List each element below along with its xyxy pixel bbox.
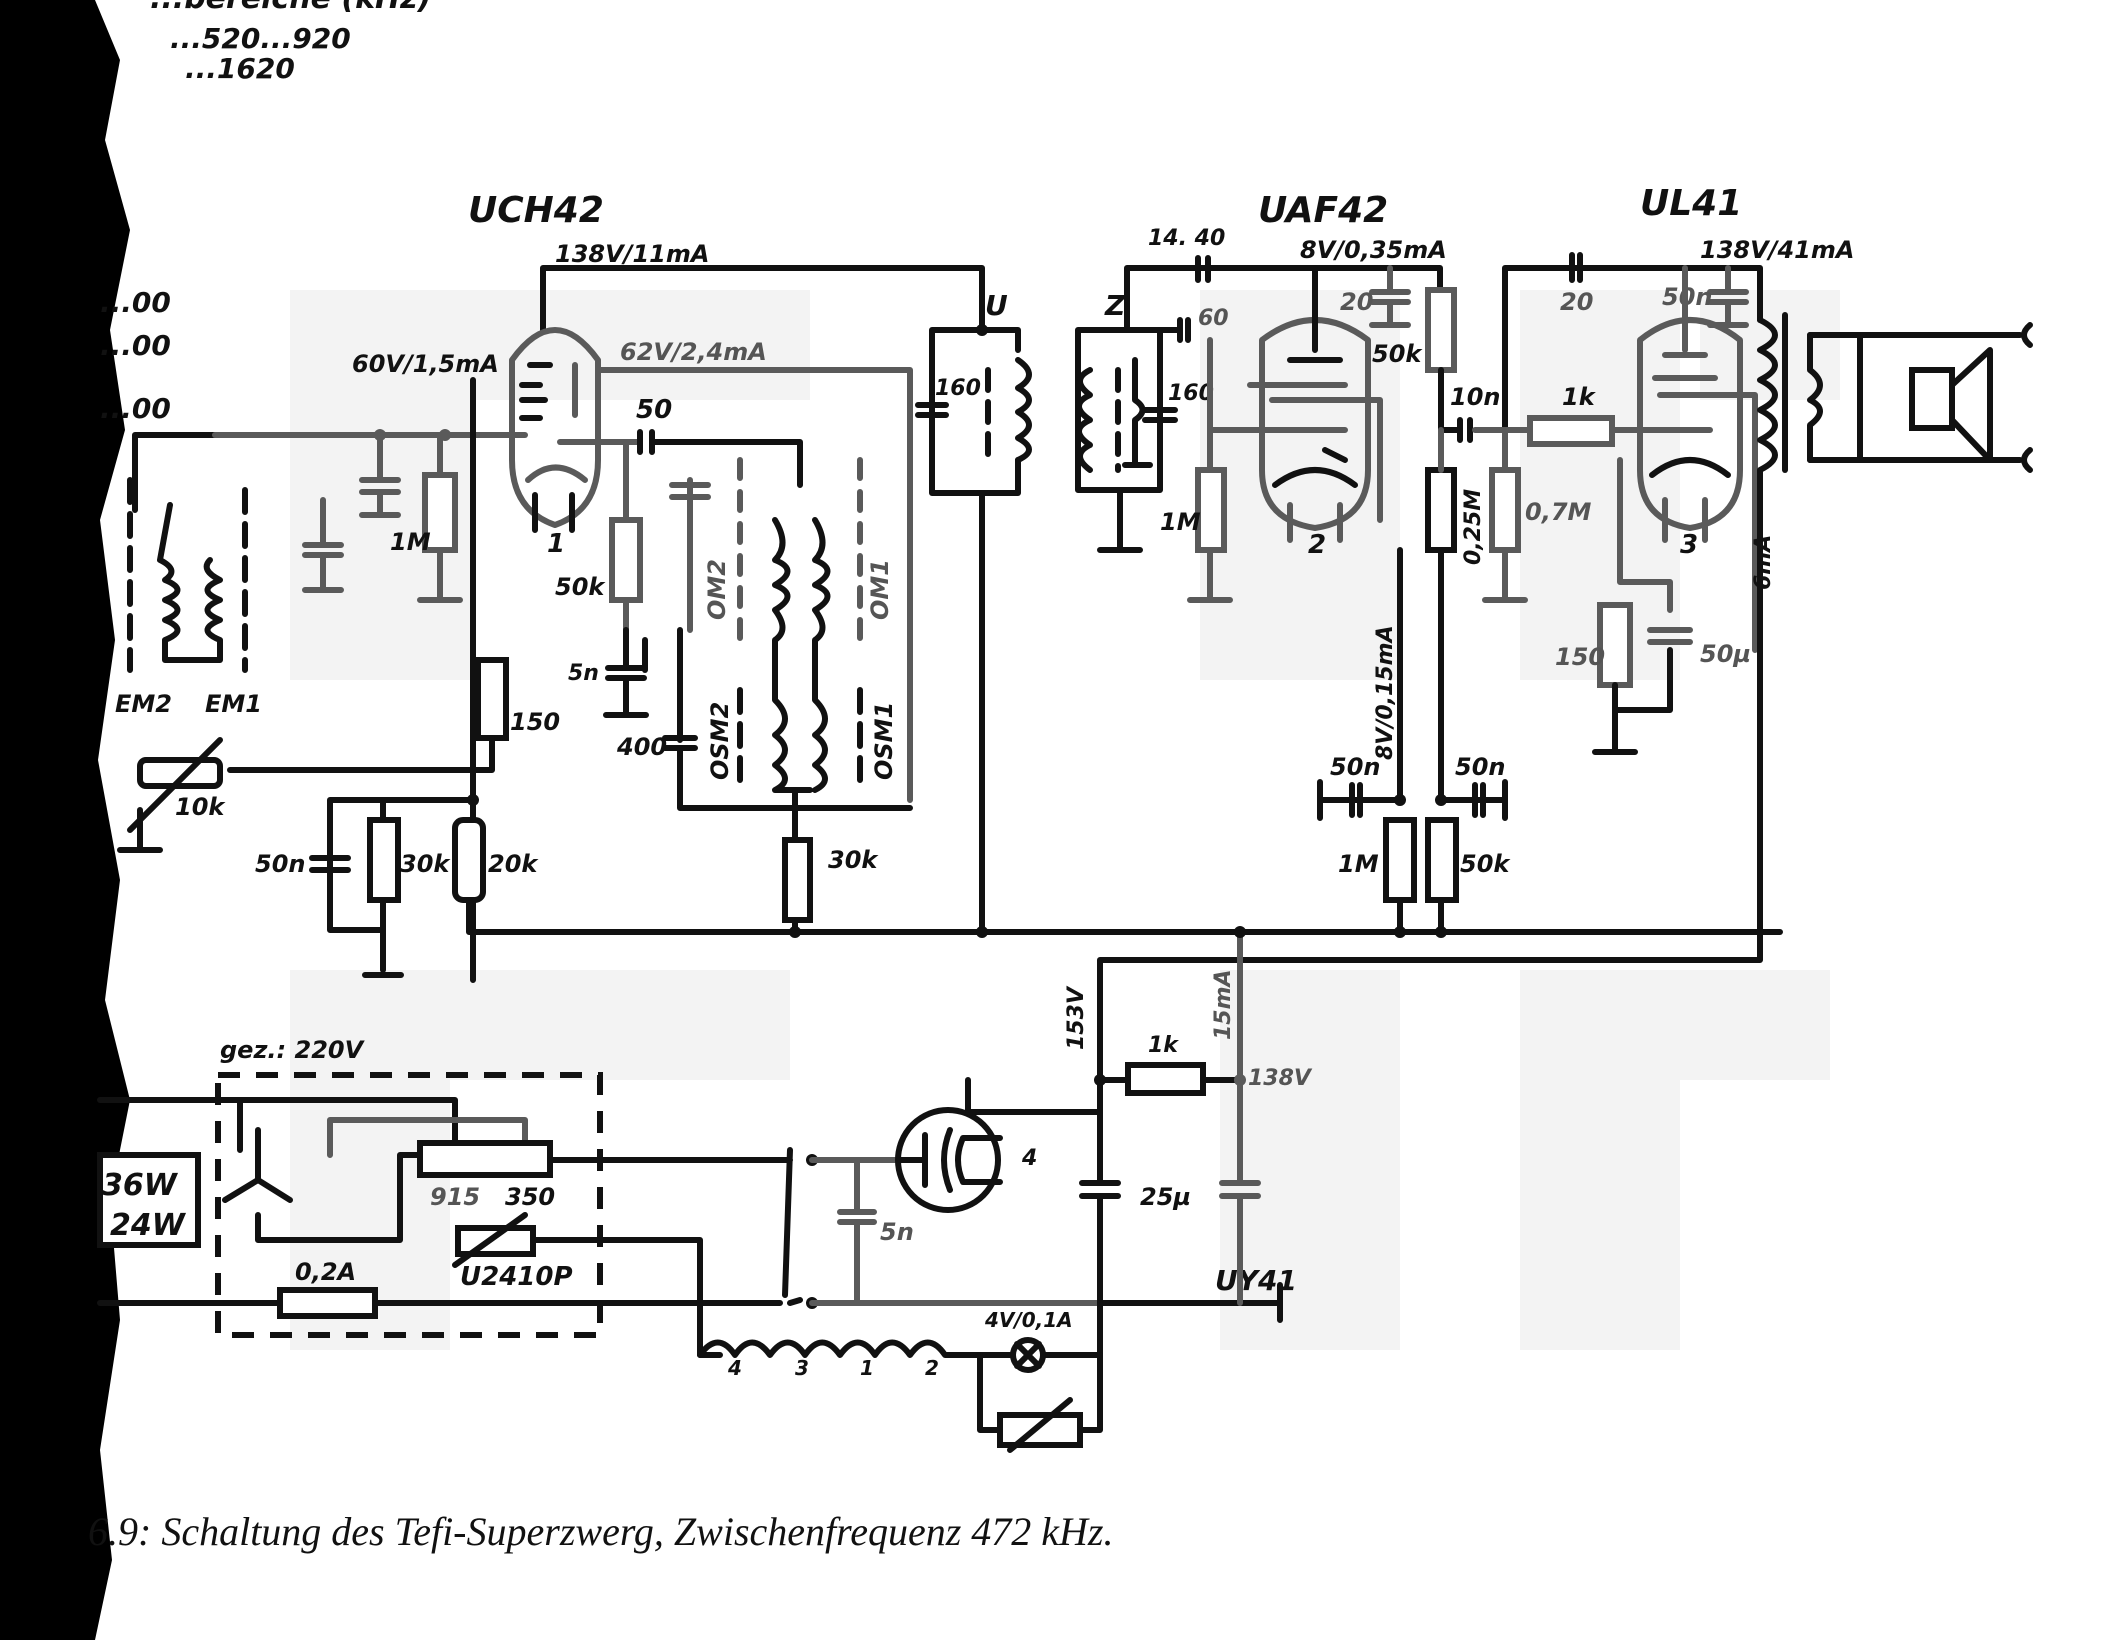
grid-leak-07m-label: 0,7M <box>1525 498 1592 526</box>
volume-resistor-025m-label: 0,25M <box>1461 489 1486 565</box>
ul41-stage: UL41 138V/41mA 20 50n 1k 0,7M 3 6mA 150 … <box>1097 183 2033 1093</box>
ul41-index: 3 <box>1680 530 1698 560</box>
ul41-anode-voltage: 138V/41mA <box>1700 236 1854 264</box>
ul41-label: UL41 <box>1640 183 1742 224</box>
if-capacitor-160-label: 160 <box>935 376 981 401</box>
bypass-capacitor-50n-a-label: 50n <box>1330 753 1380 781</box>
coupling-capacitor-50-label: 50 <box>636 395 672 425</box>
power-24w-label: 24W <box>110 1208 187 1243</box>
coil-om1-label: OM1 <box>866 559 894 620</box>
heater-order-3: 1 <box>860 1356 874 1380</box>
input-coil-em2 <box>157 502 223 663</box>
rectified-voltage-153v: 153V <box>1064 985 1089 1050</box>
mains-capacitor-5n-label: 5n <box>880 1218 914 1246</box>
if-filter-z-label: Z <box>1104 289 1126 322</box>
uch42-anode-voltage: 138V/11mA <box>555 240 709 268</box>
uaf42-label: UAF42 <box>1258 190 1388 231</box>
capacitor-14-40-label: 14. 40 <box>1148 226 1225 251</box>
uy41-label: UY41 <box>1215 1264 1297 1297</box>
agc-capacitor-50n-label: 50n <box>255 850 305 878</box>
heater-order-4: 2 <box>925 1356 939 1380</box>
power-supply: gez.: 220V 36W 24W 915 350 U2410P 0,2A 5… <box>97 926 1313 1453</box>
mains-voltage-label: gez.: 220V <box>220 1036 366 1064</box>
ul41-screen-current: 6mA <box>1751 535 1776 590</box>
screen-resistor-1m-label: 1M <box>1338 850 1379 878</box>
scan-edge <box>0 0 130 1640</box>
capacitor-5n-label: 5n <box>568 661 599 686</box>
uaf42-stage: Z UAF42 14. 40 8V/0,35mA 60 160 2 1M 20 … <box>1075 190 1511 938</box>
heater-order-1: 4 <box>727 1356 742 1380</box>
uch42-label: UCH42 <box>468 190 604 231</box>
osc-coil <box>772 517 831 793</box>
osc-resistor-50k-label: 50k <box>555 573 606 601</box>
coil-osm1-label: OSM1 <box>870 702 898 780</box>
filter-resistor-1k-label: 1k <box>1148 1033 1179 1058</box>
left-edge-number-1: ...00 <box>100 286 171 319</box>
detector-resistor-1m-label: 1M <box>1160 508 1201 536</box>
uch42-screen-voltage: 62V/2,4mA <box>620 338 767 366</box>
volume-pot-10k-label: 10k <box>175 793 226 821</box>
coil-osm2-label: OSM2 <box>706 702 734 780</box>
uch42-tube-envelope <box>509 327 601 528</box>
left-edge-number-3: ...00 <box>100 392 171 425</box>
coil-om2-label: OM2 <box>703 559 731 620</box>
uaf42-index: 2 <box>1308 530 1326 560</box>
frequency-range-title: ...bereiche (kHz) <box>150 0 431 16</box>
frequency-row-2: ...1620 <box>185 52 295 85</box>
if-filter-u: U 160 <box>915 289 1032 935</box>
figure-caption: 6.9: Schaltung des Tefi-Superzwerg, Zwis… <box>88 1509 1114 1554</box>
coupling-capacitor-10n-label: 10n <box>1450 383 1500 411</box>
heater-order-2: 3 <box>795 1356 809 1380</box>
uaf42-screen-voltage: 8V/0,15mA <box>1373 625 1398 760</box>
uch42-index: 1 <box>547 529 565 559</box>
feedback-capacitor-20-label: 20 <box>1560 288 1593 316</box>
padder-400-label: 400 <box>616 733 667 761</box>
ul41-cathode-cap-50u-label: 50µ <box>1700 640 1751 668</box>
grid-stopper-1k-label: 1k <box>1562 383 1597 411</box>
supply-current-15ma: 15mA <box>1211 969 1236 1040</box>
if-filter-u-label: U <box>985 289 1008 322</box>
grid-resistor-1m-label: 1M <box>390 528 431 556</box>
cathode-resistor-150-label: 150 <box>510 708 560 736</box>
reservoir-capacitor-25u-label: 25µ <box>1140 1183 1191 1211</box>
header: ...bereiche (kHz) ...520...920 ...1620 .… <box>100 0 431 425</box>
dropper-915-label: 915 <box>430 1183 480 1211</box>
uaf42-resistor-50k-label: 50k <box>1372 340 1423 368</box>
agc-resistor-30k-label: 30k <box>400 850 451 878</box>
capacitor-60-label: 60 <box>1198 306 1229 331</box>
uch42-stage: UCH42 138V/11mA 60V/1,5mA 62V/2,4mA 1 50… <box>115 190 1783 983</box>
agc-resistor-20k-label: 20k <box>488 850 539 878</box>
uy41-heater-pin: 4 <box>1021 1146 1037 1171</box>
frequency-row-1: ...520...920 <box>170 22 351 55</box>
dial-lamp-rating: 4V/0,1A <box>984 1308 1073 1332</box>
ul41-cathode-150-label: 150 <box>1555 643 1605 671</box>
coil-em1-label: EM1 <box>205 690 262 718</box>
dropper-350-label: 350 <box>505 1183 555 1211</box>
power-36w-label: 36W <box>102 1168 179 1203</box>
ntc-u2410p-label: U2410P <box>460 1262 573 1292</box>
fuse-02a-label: 0,2A <box>295 1258 356 1286</box>
left-edge-number-2: ...00 <box>100 329 171 362</box>
screen-resistor-50k-label: 50k <box>1460 850 1511 878</box>
bypass-capacitor-50n-b-label: 50n <box>1455 753 1505 781</box>
if2-capacitor-160-label: 160 <box>1168 381 1214 406</box>
dial-lamp-icon <box>1010 1337 1046 1373</box>
uaf42-anode-voltage: 8V/0,35mA <box>1300 236 1447 264</box>
supply-voltage-138v: 138V <box>1248 1066 1313 1091</box>
coil-em2-label: EM2 <box>115 690 172 718</box>
uaf42-capacitor-20-label: 20 <box>1340 288 1373 316</box>
osc-resistor-30k-label: 30k <box>828 846 879 874</box>
uch42-osc-anode-voltage: 60V/1,5mA <box>352 350 499 378</box>
